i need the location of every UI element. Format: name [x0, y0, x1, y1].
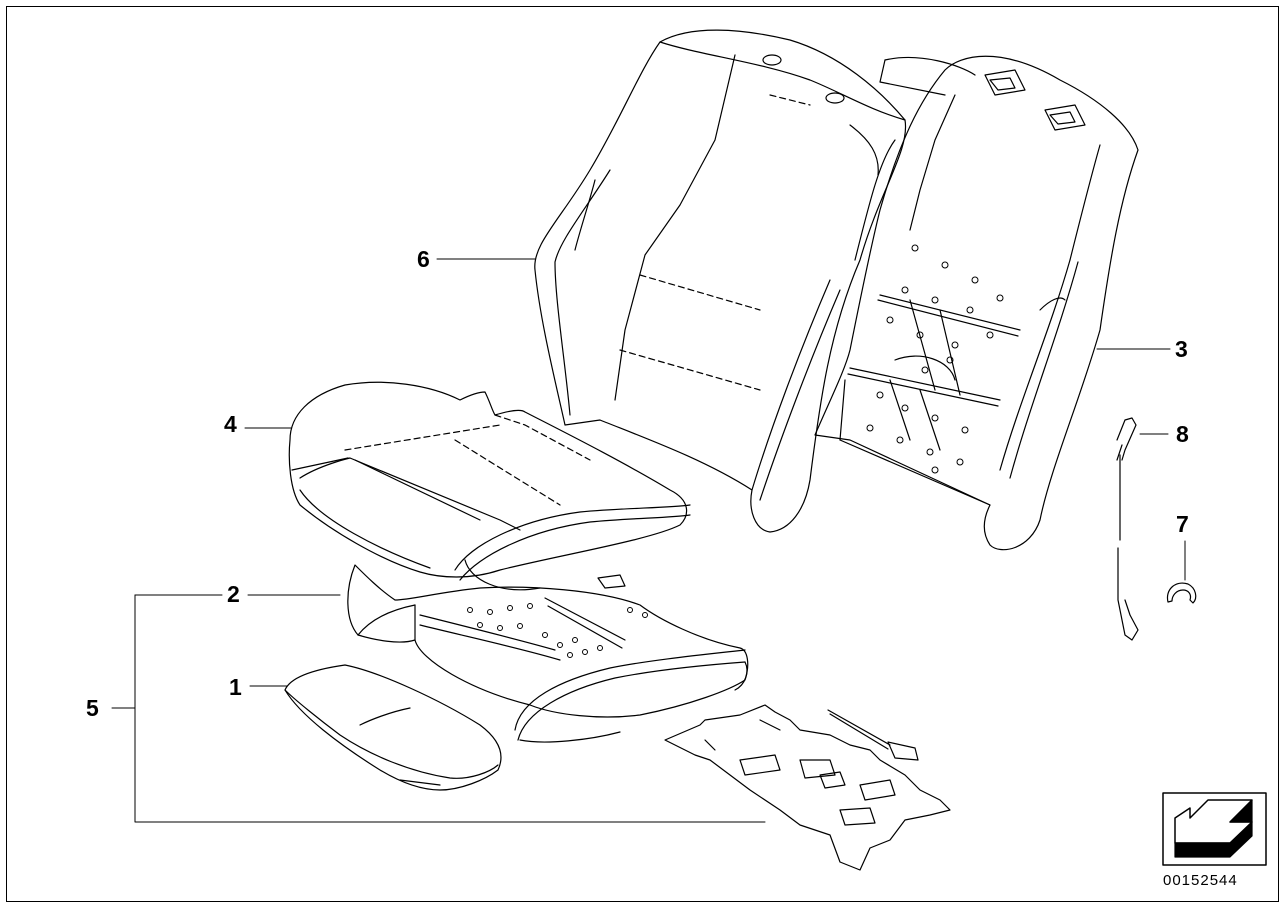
callout-7[interactable]: 7 — [1176, 511, 1189, 537]
callout-8[interactable]: 8 — [1176, 421, 1189, 447]
direction-arrow-icon — [1162, 792, 1267, 866]
callout-6[interactable]: 6 — [417, 246, 430, 272]
clip-part[interactable] — [1166, 582, 1197, 604]
backrest-foam-part[interactable] — [814, 55, 1139, 551]
callout-2[interactable]: 2 — [227, 581, 240, 607]
seat-cover-part[interactable] — [288, 381, 691, 591]
image-number: 00152544 — [1163, 872, 1238, 889]
callout-3[interactable]: 3 — [1175, 336, 1188, 362]
backrest-cover-part[interactable] — [534, 29, 907, 533]
thigh-support-part[interactable] — [284, 664, 502, 791]
callout-1[interactable]: 1 — [229, 674, 242, 700]
callout-4[interactable]: 4 — [224, 411, 237, 437]
cable-part[interactable] — [1116, 417, 1139, 641]
sensor-mat-part[interactable] — [664, 704, 951, 871]
callout-5[interactable]: 5 — [86, 695, 99, 721]
diagram-frame — [6, 6, 1279, 902]
seat-foam-part[interactable] — [347, 564, 749, 743]
leader-lines — [111, 258, 1186, 823]
